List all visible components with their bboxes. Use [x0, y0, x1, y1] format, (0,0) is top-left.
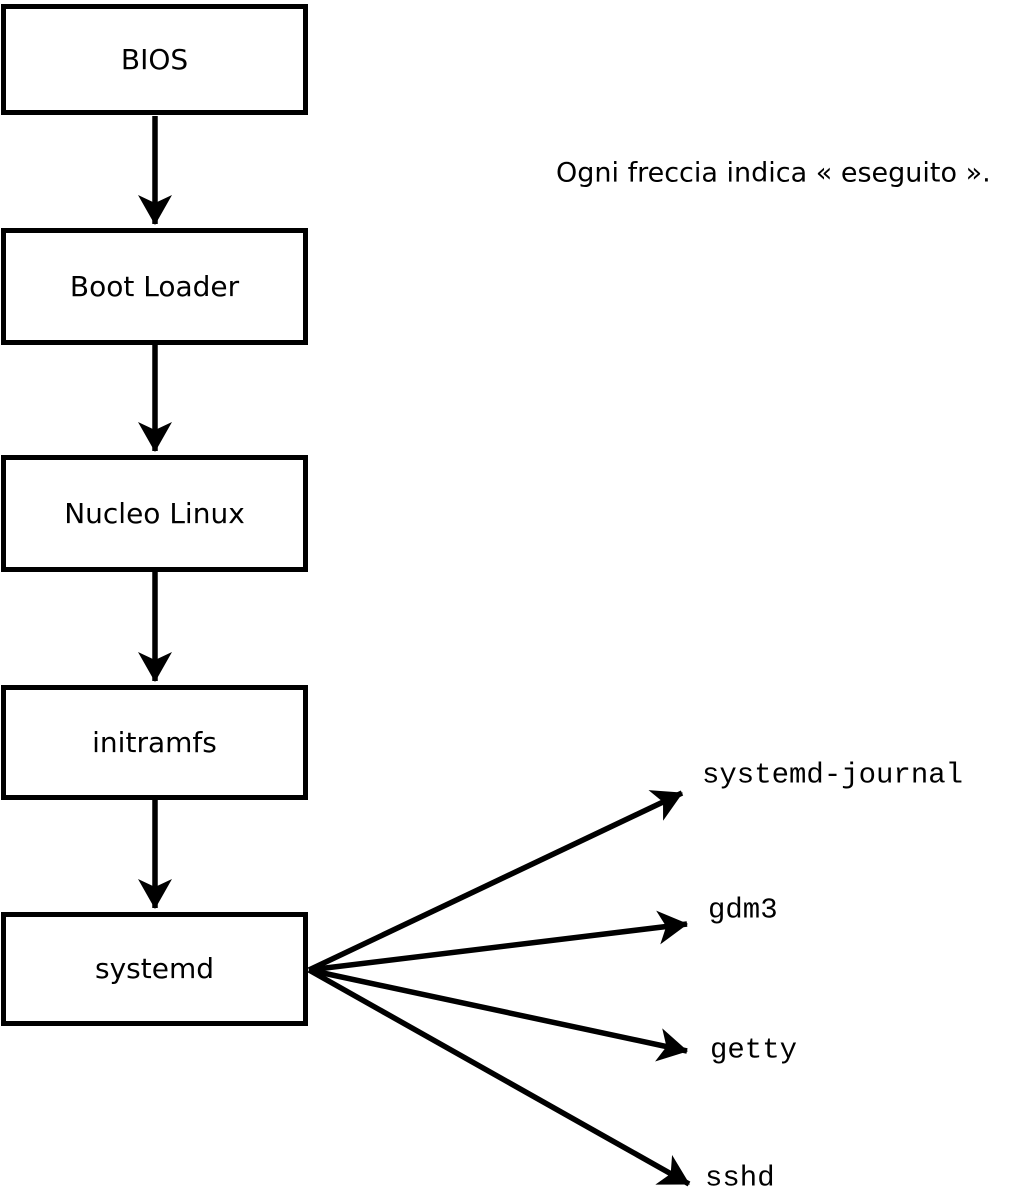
caption: Ogni freccia indica « eseguito ». — [556, 157, 991, 189]
fan-arrow-systemd-to-sshd — [307, 967, 691, 1187]
fan-arrow-systemd-to-gdm3 — [308, 910, 688, 973]
service-label-gdm3: gdm3 — [708, 893, 778, 927]
boot-loader-box-label: Boot Loader — [69, 269, 240, 303]
service-label-sshd: sshd — [705, 1161, 775, 1193]
systemd-box-label: systemd — [95, 952, 214, 985]
service-label-systemd-journal: systemd-journal — [702, 758, 964, 792]
boot-loader-box: Boot Loader — [1, 228, 308, 345]
fan-arrow-systemd-to-getty — [308, 967, 688, 1062]
systemd-box: systemd — [1, 912, 308, 1026]
initramfs-box: initramfs — [1, 685, 308, 800]
bios-box-label: BIOS — [120, 42, 189, 76]
service-label-getty: getty — [710, 1033, 798, 1067]
nucleo-linux-box: Nucleo Linux — [1, 455, 308, 572]
initramfs-box-label: initramfs — [92, 725, 217, 759]
fan-arrow-systemd-to-journal — [307, 790, 684, 973]
nucleo-linux-box-label: Nucleo Linux — [64, 496, 245, 530]
bios-box: BIOS — [1, 4, 308, 115]
